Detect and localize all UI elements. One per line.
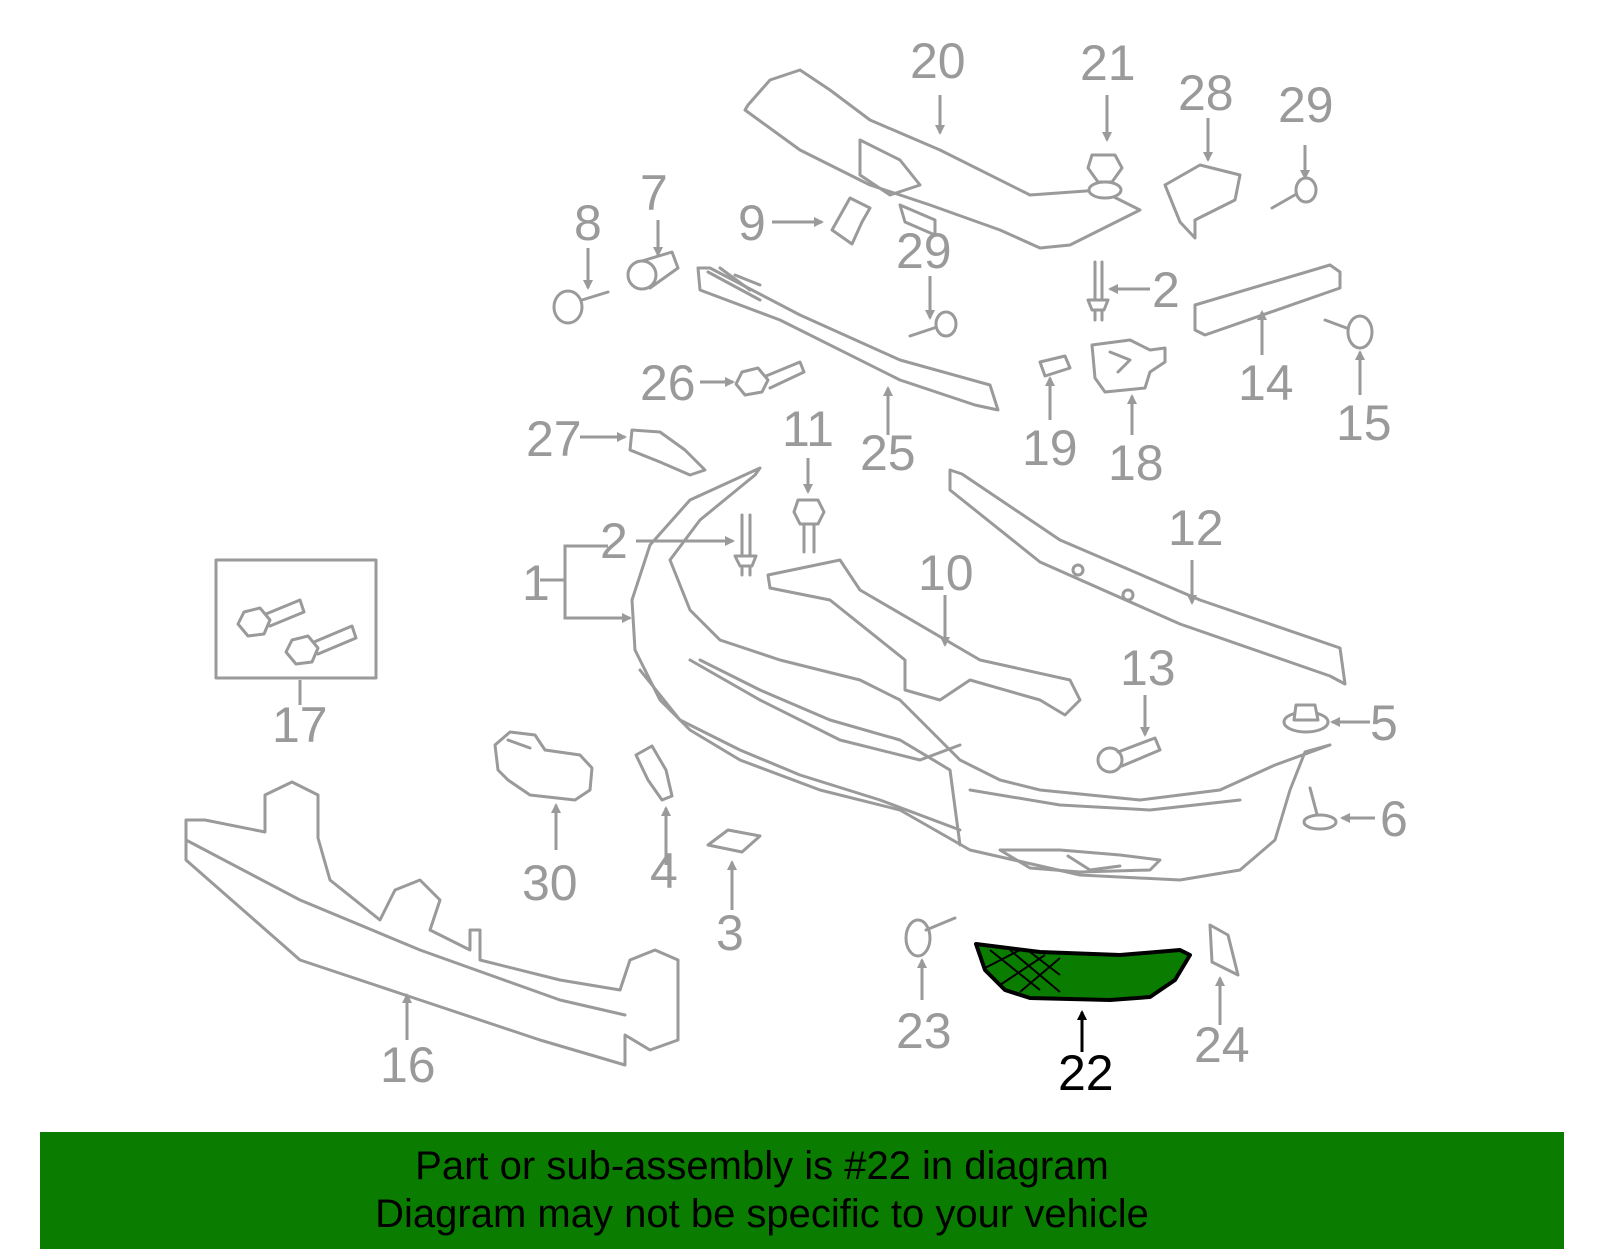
callout-5: 5 bbox=[1370, 695, 1398, 751]
callout-29-center: 29 bbox=[896, 223, 952, 279]
part-12-reinforcement[interactable] bbox=[948, 468, 1347, 686]
part-1-bumper-cover[interactable] bbox=[630, 466, 1332, 882]
callout-26: 26 bbox=[640, 355, 696, 411]
part-17-bolt-kit[interactable] bbox=[214, 558, 378, 680]
part-21-clip[interactable] bbox=[1086, 153, 1124, 200]
part-6-screw[interactable] bbox=[1302, 786, 1338, 831]
part-23-screw[interactable] bbox=[904, 916, 957, 958]
callout-11: 11 bbox=[782, 401, 834, 457]
callout-23: 23 bbox=[896, 1003, 952, 1059]
part-22-lower-grille[interactable] bbox=[974, 942, 1192, 1002]
callout-20: 20 bbox=[910, 33, 966, 89]
part-26-bolt[interactable] bbox=[734, 360, 806, 397]
part-28-bracket[interactable] bbox=[1163, 163, 1242, 240]
callout-4: 4 bbox=[650, 843, 678, 899]
callout-30: 30 bbox=[522, 855, 578, 911]
callout-10: 10 bbox=[918, 545, 974, 601]
callout-27: 27 bbox=[526, 411, 582, 467]
callout-25: 25 bbox=[860, 425, 916, 481]
part-14-absorber[interactable] bbox=[1193, 263, 1342, 337]
part-20-radiator-cover[interactable] bbox=[743, 68, 1142, 250]
callout-29-right: 29 bbox=[1278, 77, 1334, 133]
callout-28: 28 bbox=[1178, 65, 1234, 121]
part-8-screw[interactable] bbox=[552, 289, 610, 325]
callout-19: 19 bbox=[1022, 420, 1078, 476]
callout-17: 17 bbox=[272, 697, 328, 753]
part-19-bolt[interactable] bbox=[1038, 354, 1072, 378]
callout-21: 21 bbox=[1080, 35, 1136, 91]
part-3-nut[interactable] bbox=[706, 828, 762, 854]
callout-1: 1 bbox=[522, 555, 550, 611]
part-27-emblem[interactable] bbox=[628, 428, 707, 477]
part-9-clip[interactable] bbox=[830, 196, 872, 246]
part-15-clip[interactable] bbox=[1323, 314, 1374, 350]
part-2-bolt-top[interactable] bbox=[1086, 260, 1110, 322]
part-29-screw-right[interactable] bbox=[1270, 176, 1318, 210]
callout-3: 3 bbox=[716, 905, 744, 961]
part-4-trim[interactable] bbox=[634, 744, 674, 802]
info-banner: Part or sub-assembly is #22 in diagram D… bbox=[40, 1132, 1564, 1249]
part-24-bracket[interactable] bbox=[1208, 923, 1240, 977]
part-10-grille-frame[interactable] bbox=[688, 558, 1082, 762]
callout-16: 16 bbox=[380, 1037, 436, 1093]
callout-15: 15 bbox=[1336, 395, 1392, 451]
callout-7: 7 bbox=[640, 165, 668, 221]
callout-2-middle: 2 bbox=[600, 513, 628, 569]
part-29-screw-center[interactable] bbox=[908, 310, 958, 338]
part-30-bracket[interactable] bbox=[493, 730, 594, 802]
part-5-clip[interactable] bbox=[1282, 703, 1330, 734]
part-16-reinforcement[interactable] bbox=[184, 780, 680, 1067]
part-7-plug[interactable] bbox=[626, 250, 680, 291]
banner-line-2: Diagram may not be specific to your vehi… bbox=[375, 1192, 1149, 1236]
banner-line-1: Part or sub-assembly is #22 in diagram bbox=[415, 1144, 1109, 1188]
callout-13: 13 bbox=[1120, 640, 1176, 696]
callout-24: 24 bbox=[1194, 1017, 1250, 1073]
callout-12: 12 bbox=[1168, 500, 1224, 556]
callout-14: 14 bbox=[1238, 355, 1294, 411]
part-2-bolt-middle[interactable] bbox=[733, 513, 758, 577]
callout-2-top: 2 bbox=[1152, 262, 1180, 318]
callout-18: 18 bbox=[1108, 435, 1164, 491]
callout-9: 9 bbox=[738, 195, 766, 251]
callout-8: 8 bbox=[574, 195, 602, 251]
callout-6: 6 bbox=[1380, 791, 1408, 847]
part-13-bolt[interactable] bbox=[1096, 736, 1162, 774]
part-18-bracket[interactable] bbox=[1090, 338, 1167, 394]
callout-22: 22 bbox=[1058, 1045, 1114, 1101]
part-25-upper-grille[interactable] bbox=[696, 266, 1000, 412]
part-11-bolt[interactable] bbox=[792, 498, 826, 554]
